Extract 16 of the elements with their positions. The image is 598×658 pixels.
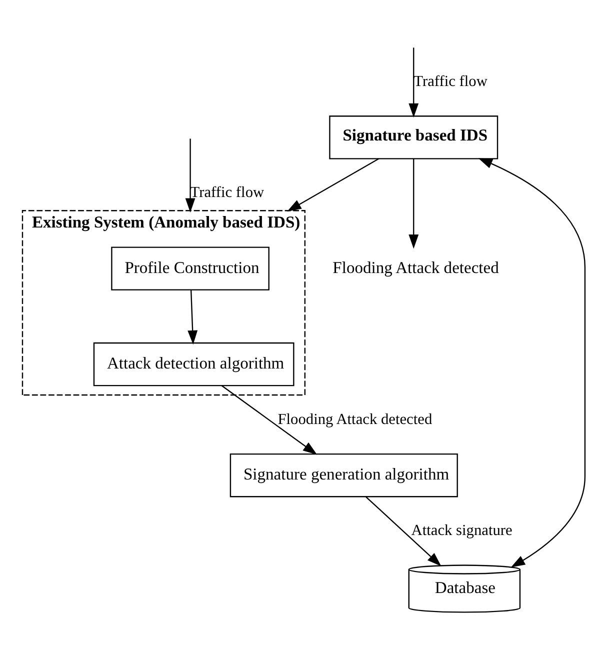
arrow (408, 47, 419, 118)
edge-label: Attack signature (411, 521, 512, 538)
node-text: Flooding Attack detected (332, 257, 499, 276)
node-box: Profile Construction (111, 246, 270, 290)
arrow (287, 158, 380, 212)
node-box: Signature based IDS (329, 115, 498, 159)
arrow (366, 496, 442, 566)
edge-label: Traffic flow (414, 72, 488, 90)
arrow (188, 289, 198, 344)
arrow (478, 158, 586, 567)
node-box: Attack detection algorithm (93, 342, 294, 386)
arrow (185, 138, 196, 212)
arrow (221, 384, 318, 454)
node-box: Signature generation algorithm (230, 452, 458, 497)
arrow (408, 158, 419, 248)
edge-label: Flooding Attack detected (278, 410, 432, 428)
